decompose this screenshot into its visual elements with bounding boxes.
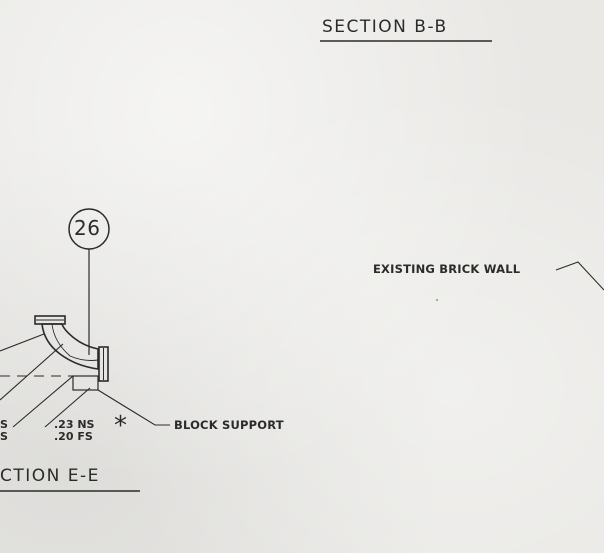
dimension-fs: .20 FS [54,430,93,443]
leader-left-3 [12,375,74,428]
callout-number: 26 [74,216,101,240]
cut-label-bottom: S [0,430,8,443]
leader-left-1 [0,333,45,352]
leader-block-support [97,389,170,426]
pipe-elbow [41,323,99,370]
dimension-ns: .23 NS [54,418,95,431]
revision-asterisk: * [114,411,127,441]
section-bb-title: SECTION B-B [322,17,448,37]
leader-left-2 [0,343,64,401]
existing-brick-wall-label: EXISTING BRICK WALL [373,262,521,276]
leader-dim [44,387,91,428]
section-ee-title: CTION E-E [0,466,100,486]
right-flange [98,346,109,382]
cut-label-top: S [0,418,8,431]
block-support-label: BLOCK SUPPORT [174,418,284,432]
leader-brick-wall [555,261,604,291]
block-support [72,375,99,391]
